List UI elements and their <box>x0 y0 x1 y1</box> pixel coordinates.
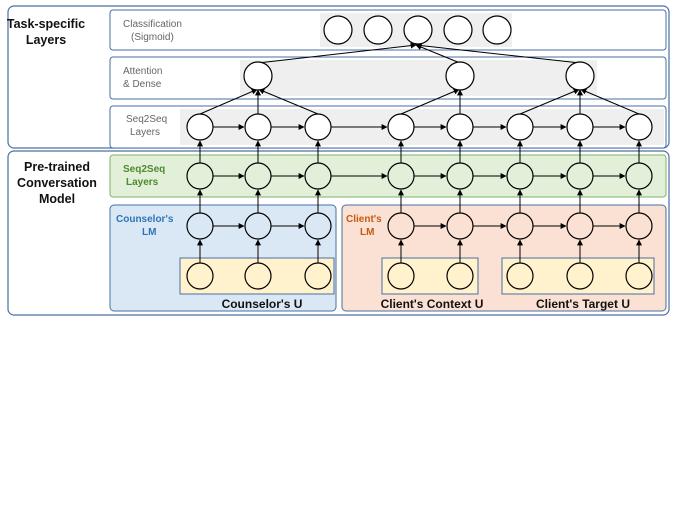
pretrained-seq2seq-node <box>244 162 272 190</box>
attention-node <box>565 61 595 91</box>
lm-node <box>387 212 415 240</box>
attention-label: Attention& Dense <box>123 66 162 90</box>
task-to-attention-arrow <box>199 88 258 115</box>
classification-node <box>403 15 433 45</box>
pretrained-seq2seq-node <box>446 162 474 190</box>
counselor-token-node <box>244 262 272 290</box>
task-seq2seq-node <box>566 113 594 141</box>
classification-node <box>443 15 473 45</box>
attention-band <box>240 60 597 96</box>
counselor-token-node <box>186 262 214 290</box>
attention-node <box>243 61 273 91</box>
attention-node <box>445 61 475 91</box>
pretrained-seq2seq-node <box>304 162 332 190</box>
lm-node <box>244 212 272 240</box>
client-target-token-node <box>625 262 653 290</box>
task-seq2seq-node <box>186 113 214 141</box>
counselor-utterance-label: Counselor's U <box>222 297 303 311</box>
task-seq2seq-node <box>625 113 653 141</box>
client-context-utterance-label: Client's Context U <box>381 297 484 311</box>
task-seq2seq-node <box>304 113 332 141</box>
task-to-attention-arrow <box>580 88 640 115</box>
task-seq2seq-node <box>244 113 272 141</box>
counselor-token-node <box>304 262 332 290</box>
pretrained-seq2seq-node <box>625 162 653 190</box>
attention-to-classification-arrow <box>415 44 461 64</box>
task-to-attention-arrow <box>258 88 319 115</box>
client-context-token-node <box>446 262 474 290</box>
connection-arrows <box>197 42 642 263</box>
neuron-nodes <box>186 15 653 290</box>
task-seq2seq-node <box>506 113 534 141</box>
task-seq2seq-node <box>387 113 415 141</box>
task-seq2seq-node <box>446 113 474 141</box>
lm-node <box>304 212 332 240</box>
task-to-attention-arrow <box>400 88 460 115</box>
pretrained-seq2seq-node <box>506 162 534 190</box>
client-target-token-node <box>566 262 594 290</box>
attention-to-classification-arrow <box>257 42 417 64</box>
client-context-token-node <box>387 262 415 290</box>
lm-node <box>506 212 534 240</box>
lm-node <box>625 212 653 240</box>
attention-to-classification-arrow <box>415 42 581 64</box>
lm-node <box>446 212 474 240</box>
lm-node <box>186 212 214 240</box>
pretrained-section <box>7 150 670 316</box>
classification-node <box>323 15 353 45</box>
client-target-utterance-label: Client's Target U <box>536 297 630 311</box>
classification-node <box>363 15 393 45</box>
classification-node <box>482 15 512 45</box>
client-target-token-node <box>506 262 534 290</box>
task-to-attention-arrow <box>519 88 580 115</box>
pretrained-seq2seq-node <box>387 162 415 190</box>
lm-node <box>566 212 594 240</box>
pretrained-seq2seq-node <box>566 162 594 190</box>
classification-label: Classification(Sigmoid) <box>123 19 182 43</box>
pretrained-seq2seq-node <box>186 162 214 190</box>
